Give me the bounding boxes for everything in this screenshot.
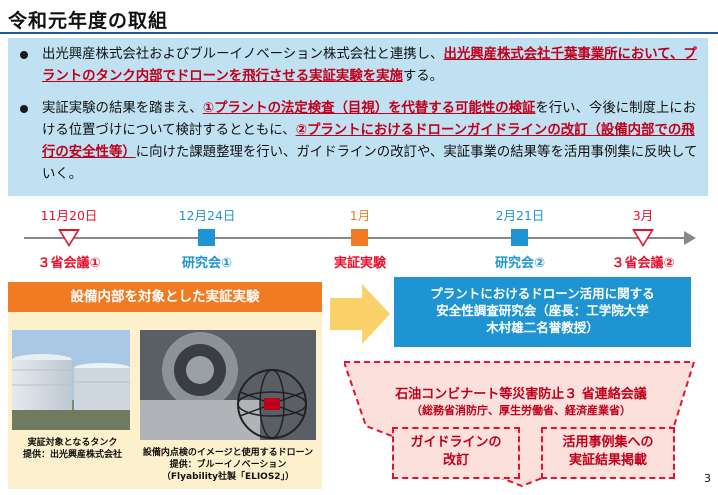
timeline-label-1: ３省会議① <box>37 256 101 271</box>
timeline-date-1: 11月20日 <box>40 208 98 223</box>
guideline-revision-box: ガイドラインの 改訂 <box>392 427 520 479</box>
case-study-box: 活用事例集への 実証結果掲載 <box>541 427 675 479</box>
bullet-icon <box>20 51 28 59</box>
drone-caption-line-3: （Flyability社製「ELIOS2」） <box>161 472 295 482</box>
p2-pre: 実証実験の結果を踏まえ、 <box>42 101 203 116</box>
p2-emphasis-2: ②プラントにおけるドローンガイドラインの改訂（設備内部での飛行の安全性等） <box>42 123 695 160</box>
p2-mid: を行い、今後に制度上における位置づけについて検討するとともに、 <box>42 101 697 138</box>
summary-box: 出光興産株式会社およびブルーイノベーション株式会社と連携し、出光興産株式会社千葉… <box>8 38 708 196</box>
timeline-date-5: 3月 <box>632 208 654 223</box>
drone-photo <box>140 330 316 440</box>
council-title: 石油コンビナート等災害防止３ 省連絡会議 <box>395 387 647 402</box>
experiment-square-icon <box>351 229 368 246</box>
summary-paragraph-2: 実証実験の結果を踏まえ、①プラントの法定検査（目視）を代替する可能性の検証を行い… <box>20 98 698 186</box>
p1-post: する。 <box>402 69 444 84</box>
timeline-label-5: ３省会議② <box>611 256 675 271</box>
study-square-icon <box>511 229 528 246</box>
summary-paragraph-1: 出光興産株式会社およびブルーイノベーション株式会社と連携し、出光興産株式会社千葉… <box>20 44 698 88</box>
study-group-box: プラントにおけるドローン活用に関する 安全性調査研究会（座長：工学院大学 木村雄… <box>394 277 691 347</box>
tank-caption: 実証対象となるタンク 提供：出光興産株式会社 <box>10 437 135 461</box>
study-line-3: 木村雄二名誉教授） <box>486 320 599 335</box>
timeline-date-4: 2月21日 <box>495 208 545 223</box>
title-divider <box>0 32 718 34</box>
p2-emphasis-1: ①プラントの法定検査（目視）を代替する可能性の検証 <box>202 101 536 116</box>
guideline-line-1: ガイドラインの <box>410 435 502 450</box>
study-square-icon <box>198 229 215 246</box>
tank-caption-line-1: 実証対象となるタンク <box>27 438 118 448</box>
guideline-line-2: 改訂 <box>442 453 469 468</box>
tank-caption-line-2: 提供：出光興産株式会社 <box>22 450 122 460</box>
study-line-2: 安全性調査研究会（座長：工学院大学 <box>436 303 649 318</box>
meeting-triangle-icon <box>632 229 654 247</box>
council-shape <box>342 356 704 495</box>
timeline-date-3: 1月 <box>349 208 371 223</box>
p2-post: に向けた課題整理を行い、ガイドラインの改訂や、実証事業の結果等を活用事例集に反映… <box>42 145 698 182</box>
page-title: 令和元年度の取組 <box>8 10 169 32</box>
timeline-label-2: 研究会① <box>181 256 232 271</box>
flow-arrow-icon <box>330 284 390 348</box>
timeline-arrow-icon <box>684 231 696 245</box>
study-line-1: プラントにおけるドローン活用に関する <box>430 286 655 301</box>
council-subtitle: （総務省消防庁、厚生労働省、経済産業省） <box>411 404 631 417</box>
case-line-2: 実証結果掲載 <box>568 453 647 468</box>
timeline-label-3: 実証実験 <box>333 256 386 271</box>
page-number: 3 <box>704 472 711 485</box>
drone-caption: 設備内点検のイメージと使用するドローン 提供：ブルーイノベーション （Flyab… <box>132 447 324 483</box>
timeline-label-4: 研究会② <box>494 256 545 271</box>
experiment-header: 設備内部を対象とした実証実験 <box>8 282 322 312</box>
tank-photo <box>12 330 130 430</box>
drone-caption-line-1: 設備内点検のイメージと使用するドローン <box>142 448 314 458</box>
drone-caption-line-2: 提供：ブルーイノベーション <box>169 460 287 470</box>
timeline-date-2: 12月24日 <box>178 208 236 223</box>
p1-pre: 出光興産株式会社およびブルーイノベーション株式会社と連携し、 <box>42 47 444 62</box>
meeting-triangle-icon <box>58 229 80 247</box>
case-line-1: 活用事例集への <box>562 435 654 450</box>
p1-emphasis: 出光興産株式会社千葉事業所において、プラントのタンク内部でドローンを飛行させる実… <box>42 47 697 84</box>
bullet-icon <box>20 105 28 113</box>
